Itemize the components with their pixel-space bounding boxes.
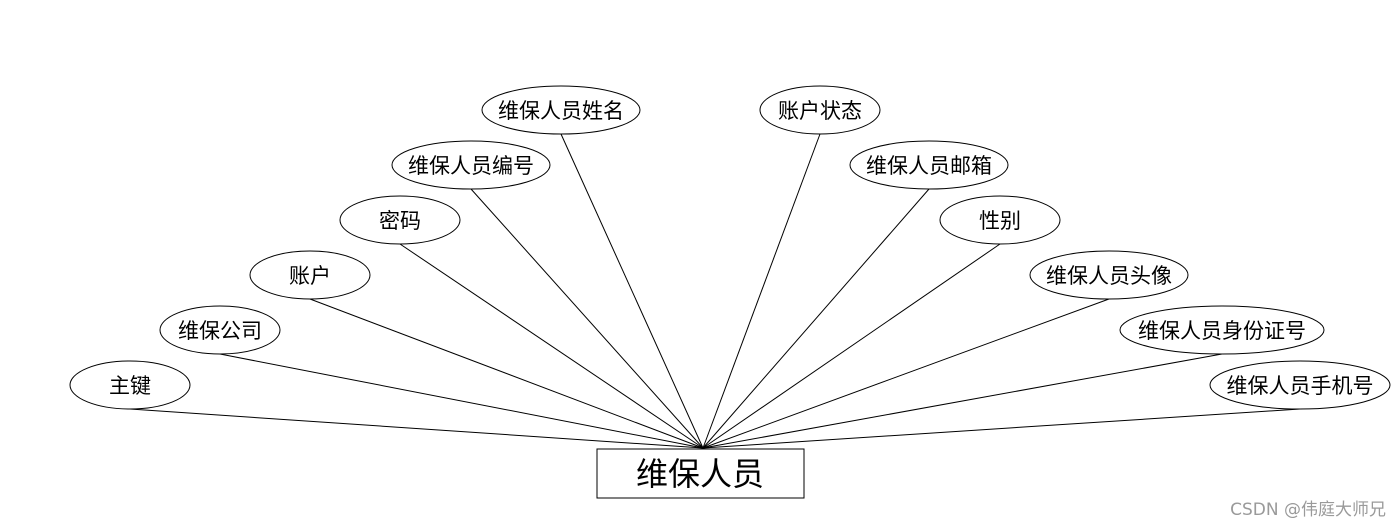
connector-line: [399, 243, 704, 449]
attribute-ellipse: [481, 85, 641, 135]
attribute-ellipse: [759, 85, 881, 135]
entity-rect: [596, 448, 805, 499]
attribute-label: 维保人员姓名: [498, 99, 624, 123]
attribute-ellipse: [339, 195, 461, 245]
attribute-label: 维保人员身份证号: [1138, 319, 1306, 343]
attribute-label: 密码: [379, 209, 421, 233]
attribute-ellipse: [849, 140, 1009, 190]
attribute-label: 维保人员手机号: [1227, 374, 1374, 398]
attribute-ellipse: [1209, 360, 1391, 410]
connector-line: [702, 133, 821, 449]
attributes: 主键 维保公司 账户 密码 维保人员编号 维保人员姓名 账户状态维保人员邮箱性别维保人员头像…: [69, 85, 1391, 410]
connector-line: [219, 353, 704, 449]
attribute-node: 维保人员手机号: [1209, 360, 1391, 410]
attribute-node: 维保人员邮箱: [849, 140, 1009, 190]
attribute-label: 维保公司: [178, 319, 262, 343]
connector-line: [702, 353, 1223, 449]
connector-line: [702, 243, 1001, 449]
connector-line: [129, 408, 704, 449]
attribute-ellipse: [1119, 305, 1325, 355]
watermark: CSDN @伟庭大师兄: [1230, 500, 1386, 520]
connectors: [129, 133, 1301, 449]
attribute-label: 主键: [109, 374, 151, 398]
attribute-ellipse: [69, 360, 191, 410]
connector-line: [702, 188, 930, 449]
connector-line: [702, 408, 1301, 449]
attribute-label: 账户状态: [778, 99, 862, 123]
attribute-node: 主键: [69, 360, 191, 410]
connector-line: [560, 133, 704, 449]
attribute-label: 性别: [979, 209, 1021, 233]
entity-label: 维保人员: [636, 455, 764, 493]
attribute-label: 维保人员邮箱: [866, 154, 992, 178]
connector-line: [702, 298, 1110, 449]
attribute-node: 维保公司: [159, 305, 281, 355]
entity-box: 维保人员: [596, 448, 805, 499]
attribute-node: 账户状态: [759, 85, 881, 135]
connector-line: [470, 188, 704, 449]
attribute-node: 密码: [339, 195, 461, 245]
attribute-label: 维保人员编号: [408, 154, 534, 178]
attribute-node: 维保人员姓名: [481, 85, 641, 135]
attribute-label: 维保人员头像: [1046, 264, 1172, 288]
attribute-ellipse: [249, 250, 371, 300]
connector-line: [309, 298, 704, 449]
attribute-node: 维保人员头像: [1029, 250, 1189, 300]
attribute-ellipse: [159, 305, 281, 355]
attribute-node: 性别: [939, 195, 1061, 245]
attribute-ellipse: [1029, 250, 1189, 300]
attribute-node: 账户: [249, 250, 371, 300]
attribute-ellipse: [939, 195, 1061, 245]
attribute-label: 账户: [289, 264, 331, 288]
attribute-node: 维保人员编号: [391, 140, 551, 190]
attribute-ellipse: [391, 140, 551, 190]
attribute-node: 维保人员身份证号: [1119, 305, 1325, 355]
